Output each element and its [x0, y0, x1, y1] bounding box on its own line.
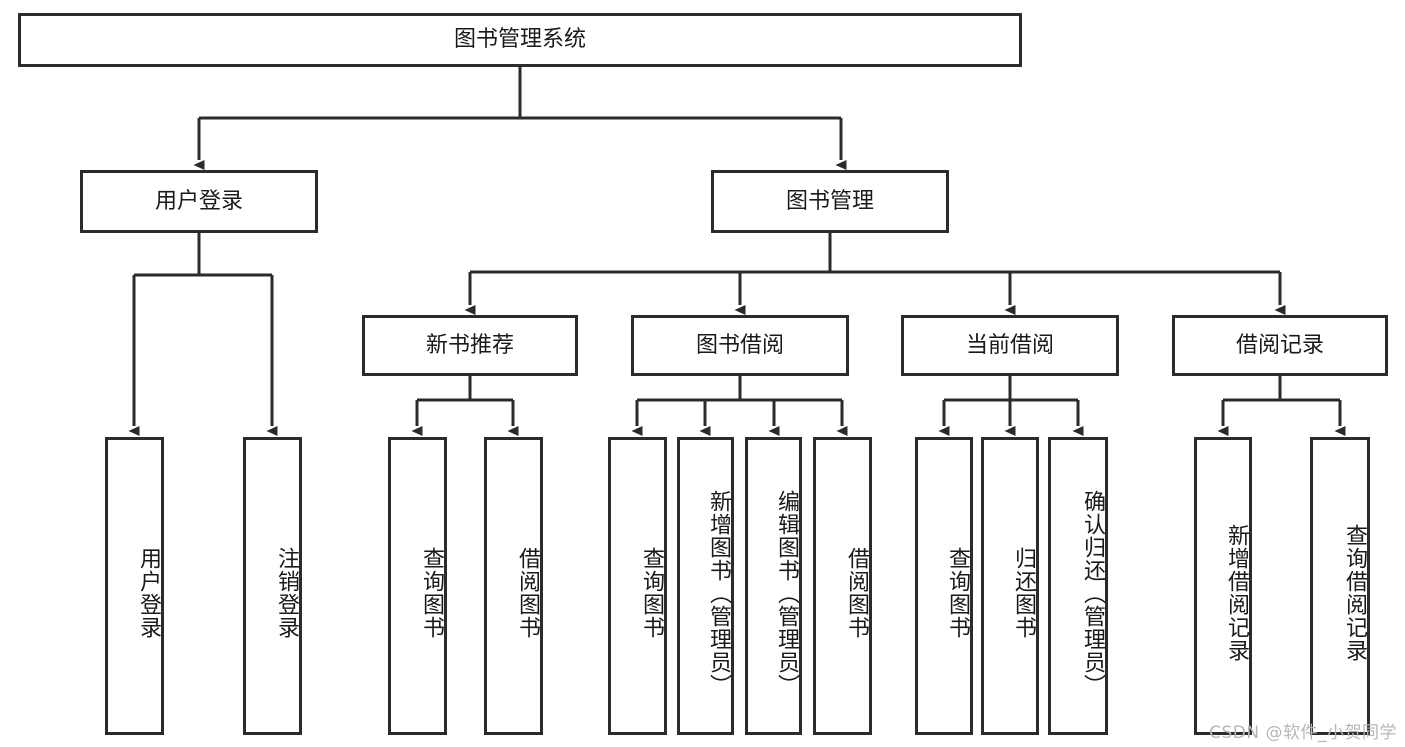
node-leaf-query-book-3[interactable]: 查询图书 [915, 437, 973, 735]
node-leaf-confirm-return[interactable]: 确认归还（管理员） [1048, 437, 1108, 735]
node-leaf-borrow-book-1-label: 借阅图书 [515, 547, 540, 639]
node-root[interactable]: 图书管理系统 [18, 13, 1022, 67]
node-leaf-user-login-label: 用户登录 [136, 547, 161, 639]
node-leaf-query-book-3-label: 查询图书 [945, 547, 970, 639]
node-leaf-query-book-2-label: 查询图书 [639, 547, 664, 639]
node-leaf-add-book[interactable]: 新增图书（管理员） [677, 437, 734, 735]
csdn-watermark: CSDN @软件_小贺同学 [1209, 723, 1397, 743]
node-leaf-add-record[interactable]: 新增借阅记录 [1194, 437, 1252, 735]
node-leaf-borrow-book-1[interactable]: 借阅图书 [484, 437, 543, 735]
node-leaf-return-book-label: 归还图书 [1011, 547, 1036, 639]
node-borrow-record-label: 借阅记录 [1235, 332, 1324, 358]
node-leaf-borrow-book-2-label: 借阅图书 [844, 547, 869, 639]
node-user-login[interactable]: 用户登录 [80, 170, 318, 233]
node-leaf-query-book-1[interactable]: 查询图书 [388, 437, 447, 735]
node-book-manage[interactable]: 图书管理 [711, 170, 949, 233]
node-leaf-user-login[interactable]: 用户登录 [105, 437, 164, 735]
node-leaf-edit-book[interactable]: 编辑图书（管理员） [745, 437, 802, 735]
node-leaf-confirm-return-label: 确认归还（管理员） [1080, 489, 1105, 697]
node-current-borrow-label: 当前借阅 [965, 332, 1054, 358]
node-book-manage-label: 图书管理 [785, 188, 874, 214]
node-leaf-add-book-label: 新增图书（管理员） [706, 489, 731, 697]
node-leaf-query-record[interactable]: 查询借阅记录 [1310, 437, 1370, 735]
node-leaf-user-logout-label: 注销登录 [274, 547, 299, 639]
node-root-label: 图书管理系统 [453, 27, 586, 53]
node-leaf-borrow-book-2[interactable]: 借阅图书 [813, 437, 872, 735]
node-borrow-record[interactable]: 借阅记录 [1172, 315, 1388, 376]
node-new-book-recommend-label: 新书推荐 [425, 332, 514, 358]
node-new-book-recommend[interactable]: 新书推荐 [362, 315, 578, 376]
node-leaf-add-record-label: 新增借阅记录 [1224, 524, 1249, 662]
node-book-borrow[interactable]: 图书借阅 [631, 315, 849, 376]
node-leaf-edit-book-label: 编辑图书（管理员） [774, 489, 799, 697]
node-leaf-user-logout[interactable]: 注销登录 [243, 437, 302, 735]
node-user-login-label: 用户登录 [154, 188, 243, 214]
node-book-borrow-label: 图书借阅 [695, 332, 784, 358]
node-current-borrow[interactable]: 当前借阅 [901, 315, 1119, 376]
node-leaf-return-book[interactable]: 归还图书 [981, 437, 1039, 735]
node-leaf-query-book-2[interactable]: 查询图书 [608, 437, 667, 735]
node-leaf-query-record-label: 查询借阅记录 [1342, 524, 1367, 662]
node-leaf-query-book-1-label: 查询图书 [419, 547, 444, 639]
